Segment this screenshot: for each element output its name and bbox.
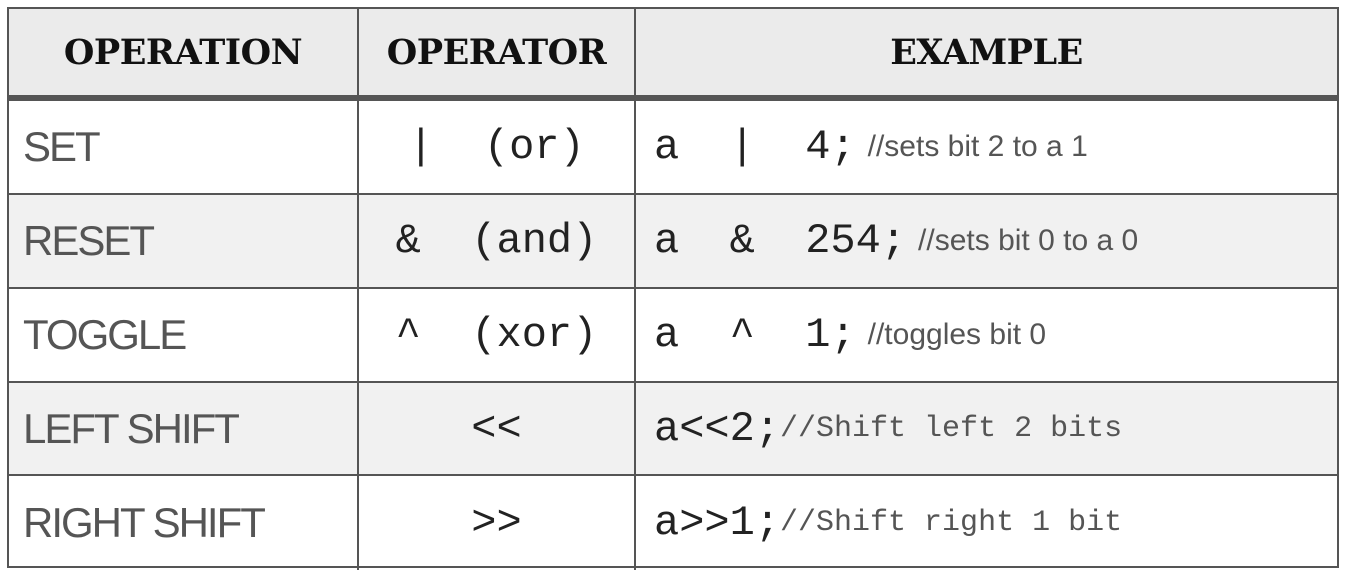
row-toggle-operation: TOGGLE [9,289,359,383]
row-right-shift-operator: >> [359,476,636,570]
row-left-shift-example: a<<2; //Shift left 2 bits [636,383,1337,476]
example-code: a | 4; [654,123,856,171]
header-example: EXAMPLE [636,9,1337,101]
row-left-shift-operation: LEFT SHIFT [9,383,359,476]
row-toggle-operator: ^ (xor) [359,289,636,383]
bitwise-operations-table: OPERATION OPERATOR EXAMPLE SET | (or) a … [7,7,1339,570]
row-set-operation: SET [9,101,359,195]
example-comment: //Shift left 2 bits [780,411,1123,446]
example-code: a ^ 1; [654,311,856,359]
example-code: a<<2; [654,404,781,453]
row-reset-example: a & 254; //sets bit 0 to a 0 [636,195,1337,289]
example-comment: //sets bit 2 to a 1 [867,130,1088,163]
row-right-shift-operation: RIGHT SHIFT [9,476,359,570]
row-left-shift-operator: << [359,383,636,476]
example-comment: //Shift right 1 bit [780,506,1123,540]
header-operator: OPERATOR [359,9,636,101]
row-reset-operation: RESET [9,195,359,289]
row-reset-operator: & (and) [359,195,636,289]
row-set-operator: | (or) [359,101,636,195]
example-code: a & 254; [654,217,907,265]
row-right-shift-example: a>>1; //Shift right 1 bit [636,476,1337,570]
row-set-example: a | 4; //sets bit 2 to a 1 [636,101,1337,195]
row-toggle-example: a ^ 1; //toggles bit 0 [636,289,1337,383]
example-comment: //toggles bit 0 [867,318,1047,351]
header-operation: OPERATION [9,9,359,101]
example-code: a>>1; [654,499,781,547]
example-comment: //sets bit 0 to a 0 [918,224,1139,257]
